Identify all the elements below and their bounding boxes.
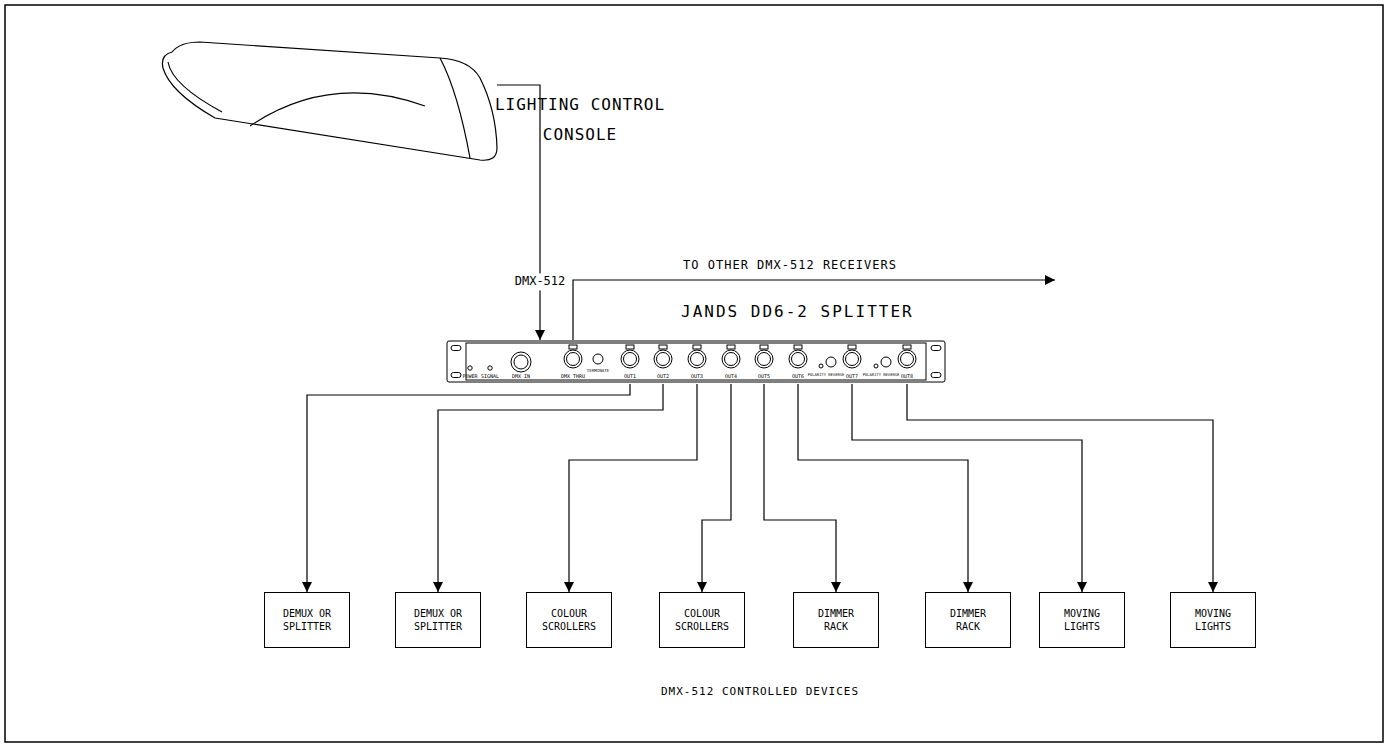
device-label: COLOUR SCROLLERS — [537, 607, 601, 633]
panel-legend: OUT5 — [758, 374, 770, 380]
device-box: MOVING LIGHTS — [1039, 592, 1125, 648]
xlr-out — [792, 353, 805, 366]
xlr-out — [567, 353, 580, 366]
polarity-led — [874, 364, 878, 368]
xlr-latch — [569, 345, 577, 349]
dmx-cable — [798, 384, 968, 592]
xlr-in — [514, 355, 528, 369]
note-label: TO OTHER DMX-512 RECEIVERS — [683, 259, 897, 272]
xlr-out — [846, 353, 859, 366]
console-outline — [168, 62, 222, 112]
xlr-latch — [659, 345, 667, 349]
device-box: MOVING LIGHTS — [1170, 592, 1256, 648]
device-label: DEMUX OR SPLITTER — [275, 607, 339, 633]
panel-legend: TERMINATE — [587, 369, 610, 374]
xlr-latch — [903, 345, 911, 349]
signal-label: DMX-512 — [514, 273, 567, 290]
xlr-out — [843, 350, 861, 368]
device-label: MOVING LIGHTS — [1181, 607, 1245, 633]
device-box: DIMMER RACK — [793, 592, 879, 648]
xlr-out — [654, 350, 672, 368]
dmx-cable — [569, 384, 697, 592]
dmx-cable — [907, 384, 1213, 592]
console-outline — [250, 93, 425, 126]
panel-legend: DMX THRU — [561, 374, 585, 380]
dmx-cable — [438, 384, 663, 592]
led — [468, 366, 472, 370]
xlr-latch — [626, 345, 634, 349]
device-label: DEMUX OR SPLITTER — [406, 607, 470, 633]
panel-legend: OUT6 — [792, 374, 804, 380]
terminate-button — [593, 354, 603, 364]
xlr-latch — [794, 345, 802, 349]
xlr-latch — [727, 345, 735, 349]
xlr-out — [725, 353, 738, 366]
panel-inner — [466, 343, 926, 380]
xlr-out — [691, 353, 704, 366]
console-drawing — [155, 35, 505, 165]
xlr-out — [657, 353, 670, 366]
xlr-out — [722, 350, 740, 368]
panel-legend: OUT7 — [846, 374, 858, 380]
note-label: DMX-512 CONTROLLED DEVICES — [661, 686, 859, 698]
polarity-button — [826, 357, 836, 367]
panel-legend: POLARITY REVERSE — [863, 372, 900, 376]
device-box: COLOUR SCROLLERS — [659, 592, 745, 648]
xlr-out — [758, 353, 771, 366]
console-label: LIGHTING CONTROL CONSOLE — [475, 90, 685, 150]
splitter-label: JANDS DD6-2 SPLITTER — [681, 302, 914, 321]
panel-legend: POWER — [462, 374, 477, 380]
device-box: DEMUX OR SPLITTER — [264, 592, 350, 648]
xlr-latch — [760, 345, 768, 349]
xlr-out — [564, 350, 582, 368]
xlr-out — [621, 350, 639, 368]
device-label: COLOUR SCROLLERS — [670, 607, 734, 633]
rack-slot — [451, 346, 461, 351]
rack-slot — [451, 373, 461, 378]
device-label: DIMMER RACK — [936, 607, 1000, 633]
dmx-cable — [307, 384, 630, 592]
device-label: DIMMER RACK — [804, 607, 868, 633]
xlr-latch — [693, 345, 701, 349]
thru-line — [573, 280, 1055, 340]
xlr-out — [789, 350, 807, 368]
border-frame — [5, 5, 1383, 742]
xlr-out — [755, 350, 773, 368]
xlr-out — [901, 353, 914, 366]
dmx-cable — [497, 85, 540, 340]
device-box: DIMMER RACK — [925, 592, 1011, 648]
device-box: DEMUX OR SPLITTER — [395, 592, 481, 648]
device-label: MOVING LIGHTS — [1050, 607, 1114, 633]
polarity-led — [819, 364, 823, 368]
console-illustration: LIGHTING CONTROL CONSOLE — [155, 35, 505, 165]
panel-legend: SIGNAL — [481, 374, 499, 380]
polarity-button — [881, 357, 891, 367]
xlr-out — [898, 350, 916, 368]
led — [488, 366, 492, 370]
panel-legend: OUT1 — [624, 374, 636, 380]
device-box: COLOUR SCROLLERS — [526, 592, 612, 648]
rack-slot — [931, 373, 941, 378]
console-outline — [440, 58, 470, 158]
xlr-in — [511, 352, 531, 372]
dmx-cable — [852, 384, 1082, 592]
panel-legend: POLARITY REVERSE — [808, 372, 845, 376]
xlr-latch — [848, 345, 856, 349]
panel-legend: DMX IN — [512, 374, 530, 380]
xlr-out — [624, 353, 637, 366]
rack-slot — [931, 346, 941, 351]
dmx-cable — [702, 384, 731, 592]
console-outline — [162, 42, 497, 160]
dmx-cable — [764, 384, 836, 592]
xlr-out — [688, 350, 706, 368]
panel-legend: OUT4 — [725, 374, 737, 380]
panel-legend: OUT3 — [691, 374, 703, 380]
panel-legend: OUT2 — [657, 374, 669, 380]
panel-face — [447, 341, 945, 382]
panel-legend: OUT8 — [901, 374, 913, 380]
